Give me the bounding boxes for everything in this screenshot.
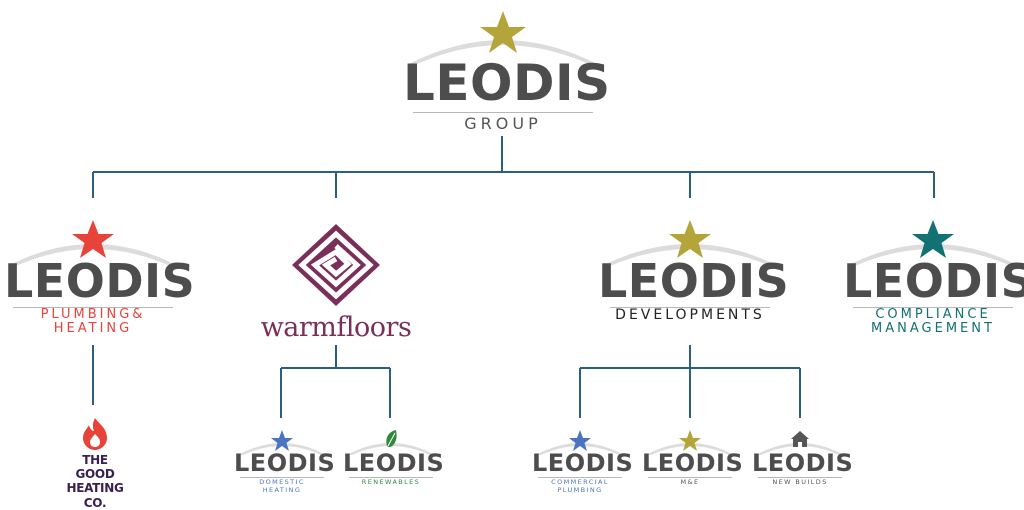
developments-tagline: DEVELOPMENTS bbox=[615, 307, 765, 323]
star-icon bbox=[238, 430, 326, 455]
logo-leodis-plumbing-heating: LEODIS PLUMBING& HEATING bbox=[4, 218, 196, 337]
renewables-tagline: RENEWABLES bbox=[361, 478, 421, 486]
compliance-tagline-2: MANAGEMENT bbox=[871, 321, 995, 337]
me-tagline: M&E bbox=[680, 478, 700, 486]
logo-leodis-group: LEODIS GROUP bbox=[403, 8, 611, 133]
divider-rule bbox=[648, 477, 732, 478]
newbuilds-wordmark: LEODIS bbox=[752, 449, 854, 477]
goodheating-line-4: CO. bbox=[83, 495, 107, 510]
plumbing-tagline-2: HEATING bbox=[53, 321, 133, 337]
divider-rule bbox=[13, 307, 173, 308]
goodheating-line-3: HEATING bbox=[66, 481, 124, 496]
plumbing-wordmark: LEODIS bbox=[4, 254, 196, 308]
commercial-tagline-1: COMMERCIAL bbox=[551, 478, 609, 486]
star-icon bbox=[646, 430, 734, 455]
plumbing-tagline-1: PLUMBING& bbox=[40, 307, 146, 322]
me-wordmark: LEODIS bbox=[642, 449, 744, 477]
group-tagline: GROUP bbox=[464, 114, 542, 133]
logo-leodis-commercial-plumbing: LEODIS COMMERCIAL PLUMBING bbox=[532, 428, 634, 495]
flame-icon bbox=[83, 418, 107, 450]
logo-leodis-domestic-heating: LEODIS DOMESTIC HEATING bbox=[234, 428, 336, 495]
logo-leodis-m-and-e: LEODIS M&E bbox=[642, 428, 744, 486]
diamond-maze-icon bbox=[292, 224, 380, 306]
divider-rule bbox=[240, 477, 324, 478]
goodheating-line-2: GOOD bbox=[75, 467, 115, 482]
group-wordmark: LEODIS bbox=[403, 54, 611, 112]
house-icon bbox=[756, 431, 844, 455]
warmfloors-wordmark: warmfloors bbox=[260, 312, 412, 343]
logo-leodis-new-builds: LEODIS NEW BUILDS bbox=[752, 428, 854, 486]
domestic-tagline-1: DOMESTIC bbox=[259, 478, 305, 486]
divider-rule bbox=[610, 307, 770, 308]
leaf-icon bbox=[347, 430, 435, 455]
star-icon bbox=[602, 220, 778, 266]
renewables-wordmark: LEODIS bbox=[343, 449, 445, 477]
newbuilds-tagline: NEW BUILDS bbox=[772, 478, 828, 486]
compliance-tagline-1: COMPLIANCE bbox=[875, 307, 991, 322]
divider-rule bbox=[758, 477, 842, 478]
divider-rule bbox=[853, 307, 1013, 308]
domestic-tagline-2: HEATING bbox=[262, 486, 302, 495]
logo-warmfloors: warmfloors bbox=[246, 222, 426, 343]
domestic-wordmark: LEODIS bbox=[234, 449, 336, 477]
logo-good-heating-co: THE GOOD HEATING CO. bbox=[55, 416, 135, 509]
commercial-tagline-2: PLUMBING bbox=[557, 486, 603, 495]
logo-leodis-developments: LEODIS DEVELOPMENTS bbox=[598, 218, 790, 323]
commercial-wordmark: LEODIS bbox=[532, 449, 634, 477]
developments-wordmark: LEODIS bbox=[598, 254, 790, 308]
goodheating-line-1: THE bbox=[82, 453, 108, 467]
divider-rule bbox=[538, 477, 622, 478]
star-icon bbox=[536, 430, 624, 455]
star-icon bbox=[409, 11, 597, 64]
logo-leodis-renewables: LEODIS RENEWABLES bbox=[343, 428, 445, 486]
star-icon bbox=[847, 220, 1019, 266]
star-icon bbox=[8, 220, 178, 266]
logo-leodis-compliance: LEODIS COMPLIANCE MANAGEMENT bbox=[843, 218, 1024, 337]
divider-rule bbox=[349, 477, 433, 478]
compliance-wordmark: LEODIS bbox=[843, 254, 1024, 308]
divider-rule bbox=[413, 112, 593, 113]
